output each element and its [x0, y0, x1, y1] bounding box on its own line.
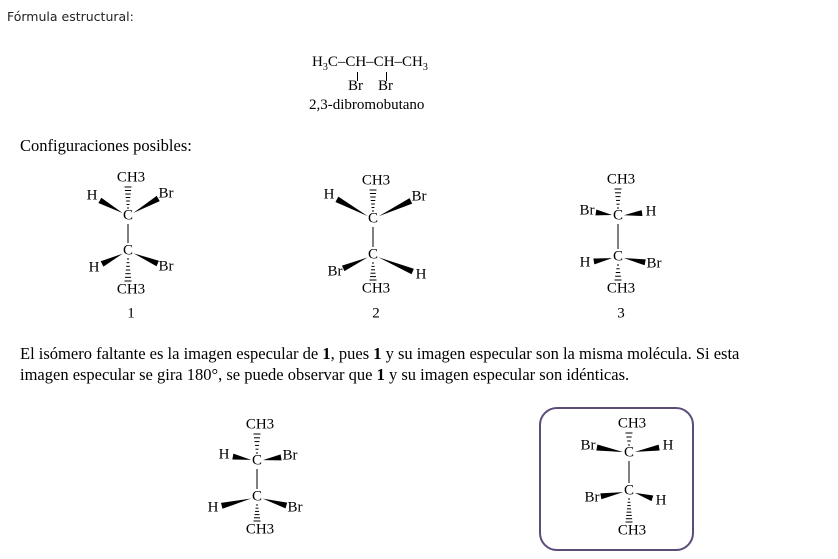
- formula-br-2: Br: [378, 78, 393, 94]
- configuration-number: 3: [617, 305, 625, 321]
- carbon-atom: C: [624, 444, 634, 460]
- methyl-bottom: CH3: [607, 280, 635, 296]
- substituent-h: H: [208, 499, 219, 515]
- carbon-atom: C: [252, 488, 262, 504]
- explanation-line-1: El isómero faltante es la imagen especul…: [20, 344, 739, 364]
- bold-ref: 1: [376, 365, 385, 384]
- highlight-box: [539, 407, 694, 551]
- explanation-line-2: imagen especular se gira 180°, se puede …: [20, 365, 629, 385]
- text: , pues: [330, 344, 374, 363]
- wedge-bond: [262, 454, 282, 461]
- methyl-top: CH3: [246, 416, 274, 432]
- methyl-top: CH3: [362, 172, 390, 188]
- substituent-h: H: [89, 259, 100, 275]
- methyl-top: CH3: [607, 171, 635, 187]
- substituent-br: Br: [288, 499, 303, 515]
- substituent-br: Br: [328, 263, 343, 279]
- configuration-number: 1: [127, 305, 135, 321]
- methyl-bottom: CH3: [246, 521, 274, 537]
- text: imagen especular se gira 180°, se puede …: [20, 365, 377, 384]
- substituent-h: H: [646, 203, 657, 219]
- carbon-atom: C: [252, 452, 262, 468]
- carbon-atom: C: [123, 242, 133, 258]
- configs-heading: Configuraciones posibles:: [20, 136, 192, 155]
- text: y su imagen especular son la misma moléc…: [381, 344, 740, 363]
- wedge-bond: [133, 195, 160, 213]
- compound-name: 2,3-dibromobutano: [309, 97, 425, 113]
- formula-part: H: [312, 54, 323, 70]
- substituent-br: Br: [585, 489, 600, 505]
- methyl-bottom: CH3: [618, 522, 646, 538]
- wedge-bond: [100, 253, 123, 267]
- substituent-br: Br: [647, 255, 662, 271]
- wedge-bond: [378, 257, 414, 275]
- bold-ref: 1: [373, 344, 382, 363]
- wedge-bond: [634, 492, 654, 502]
- wedge-bond: [232, 453, 252, 460]
- wedge-bond: [378, 198, 413, 217]
- substituent-br: Br: [159, 258, 174, 274]
- wedge-bond: [623, 258, 646, 266]
- carbon-atom: C: [613, 248, 623, 264]
- methyl-top: CH3: [618, 415, 646, 431]
- wedge-bond: [98, 197, 123, 214]
- methyl-top: CH3: [117, 169, 145, 185]
- substituent-h: H: [656, 492, 667, 508]
- wedge-bond: [596, 444, 624, 452]
- substituent-br: Br: [580, 202, 595, 218]
- text: El isómero faltante es la imagen especul…: [20, 344, 323, 363]
- wedge-bond: [600, 492, 624, 500]
- wedge-bond: [221, 498, 252, 509]
- methyl-bottom: CH3: [362, 280, 390, 296]
- substituent-br: Br: [283, 447, 298, 463]
- wedge-bond: [262, 498, 288, 509]
- intro-label: Fórmula estructural:: [7, 9, 134, 24]
- wedge-bond: [623, 210, 643, 217]
- formula-part: C–CH–CH–CH: [327, 54, 423, 70]
- substituent-h: H: [580, 254, 591, 270]
- wedge-bond: [133, 253, 159, 267]
- text: y su imagen especular son idénticas.: [384, 365, 630, 384]
- substituent-h: H: [663, 437, 674, 453]
- carbon-atom: C: [613, 207, 623, 223]
- substituent-h: H: [324, 186, 335, 202]
- carbon-atom: C: [123, 207, 133, 223]
- formula-sub: 3: [322, 62, 328, 73]
- formula-br-1: Br: [348, 78, 363, 94]
- condensed-formula: H3C–CH–CH–CH3: [312, 54, 428, 73]
- carbon-atom: C: [624, 482, 634, 498]
- substituent-br: Br: [159, 185, 174, 201]
- substituent-h: H: [87, 187, 98, 203]
- substituent-h: H: [416, 266, 427, 282]
- formula-sub: 3: [422, 62, 428, 73]
- formula-bond: [357, 72, 358, 81]
- configuration-number: 2: [372, 305, 380, 321]
- substituent-h: H: [219, 446, 230, 462]
- wedge-bond: [341, 257, 368, 272]
- substituent-br: Br: [581, 437, 596, 453]
- substituent-br: Br: [412, 188, 427, 204]
- bold-ref: 1: [322, 344, 331, 363]
- wedge-bond: [634, 444, 660, 452]
- wedge-bond: [335, 196, 368, 217]
- wedge-bond: [593, 258, 613, 265]
- carbon-atom: C: [368, 246, 378, 262]
- formula-bond: [386, 72, 387, 81]
- wedge-bond: [595, 209, 613, 216]
- methyl-bottom: CH3: [117, 281, 145, 297]
- carbon-atom: C: [368, 210, 378, 226]
